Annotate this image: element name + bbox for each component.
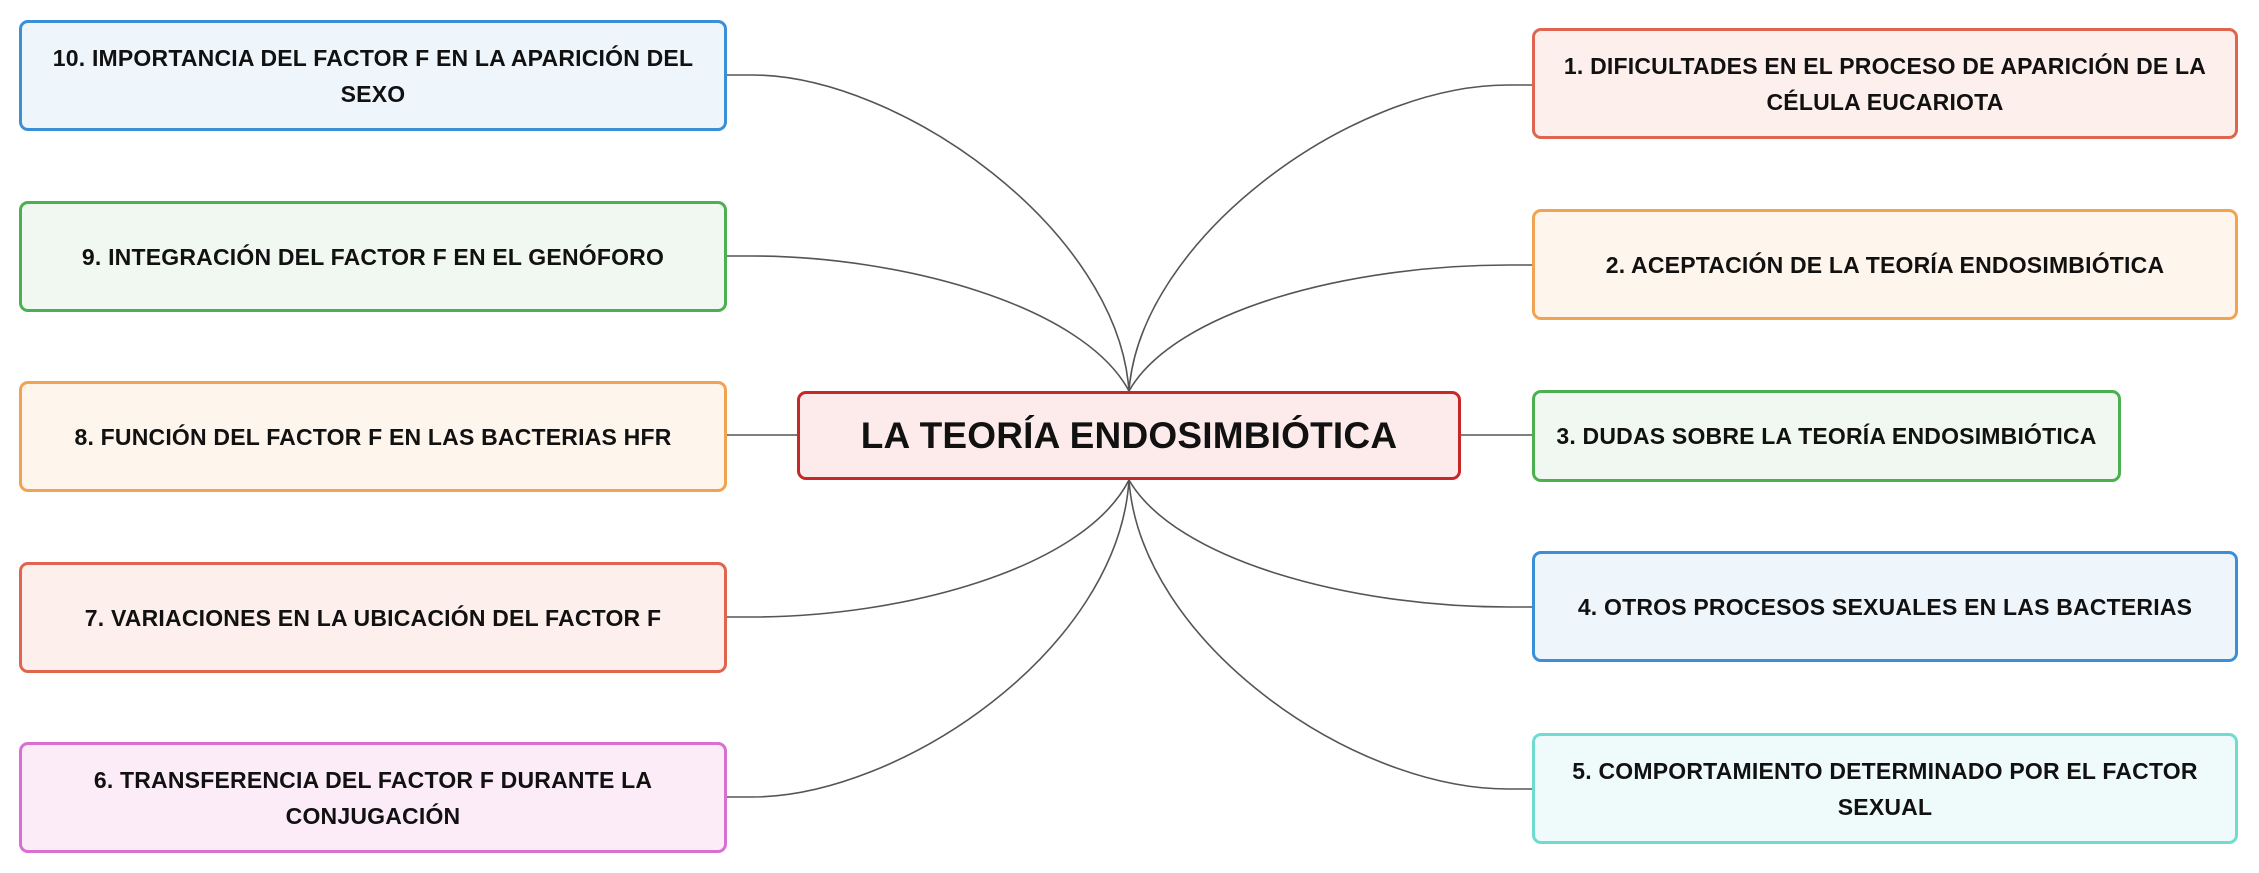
connector-2: [1128, 264, 1532, 392]
central-topic-label: LA TEORÍA ENDOSIMBIÓTICA: [860, 414, 1398, 456]
topic-8-label: 8. FUNCIÓN DEL FACTOR F EN LAS BACTERIAS…: [74, 423, 672, 450]
connector-7: [727, 479, 1130, 618]
topic-7-variaciones[interactable]: 7. VARIACIONES EN LA UBICACIÓN DEL FACTO…: [19, 562, 727, 673]
topic-3-dudas[interactable]: 3. DUDAS SOBRE LA TEORÍA ENDOSIMBIÓTICA: [1532, 390, 2121, 482]
topic-3-label: 3. DUDAS SOBRE LA TEORÍA ENDOSIMBIÓTICA: [1556, 423, 2097, 449]
topic-4-label: 4. OTROS PROCESOS SEXUALES EN LAS BACTER…: [1577, 593, 2193, 620]
topic-4-otros-procesos[interactable]: 4. OTROS PROCESOS SEXUALES EN LAS BACTER…: [1532, 551, 2238, 662]
topic-10-label: 10. IMPORTANCIA DEL FACTOR F EN LA APARI…: [52, 44, 694, 107]
topic-8-funcion[interactable]: 8. FUNCIÓN DEL FACTOR F EN LAS BACTERIAS…: [19, 381, 727, 492]
connector-4: [1128, 479, 1532, 608]
topic-10-importancia[interactable]: 10. IMPORTANCIA DEL FACTOR F EN LA APARI…: [19, 20, 727, 131]
connector-1: [1128, 84, 1532, 392]
topic-6-transferencia[interactable]: 6. TRANSFERENCIA DEL FACTOR F DURANTE LA…: [19, 742, 727, 853]
connector-9: [727, 255, 1130, 392]
topic-1-dificultades[interactable]: 1. DIFICULTADES EN EL PROCESO DE APARICI…: [1532, 28, 2238, 139]
connector-5: [1128, 479, 1532, 790]
topic-9-integracion[interactable]: 9. INTEGRACIÓN DEL FACTOR F EN EL GENÓFO…: [19, 201, 727, 312]
topic-6-label: 6. TRANSFERENCIA DEL FACTOR F DURANTE LA…: [93, 766, 653, 829]
connector-10: [727, 74, 1130, 392]
topic-9-label: 9. INTEGRACIÓN DEL FACTOR F EN EL GENÓFO…: [81, 243, 665, 270]
topic-5-comportamiento[interactable]: 5. COMPORTAMIENTO DETERMINADO POR EL FAC…: [1532, 733, 2238, 844]
topic-2-aceptacion[interactable]: 2. ACEPTACIÓN DE LA TEORÍA ENDOSIMBIÓTIC…: [1532, 209, 2238, 320]
topic-1-label: 1. DIFICULTADES EN EL PROCESO DE APARICI…: [1563, 52, 2207, 115]
topic-7-label: 7. VARIACIONES EN LA UBICACIÓN DEL FACTO…: [84, 604, 662, 631]
connector-6: [727, 479, 1130, 798]
topic-2-label: 2. ACEPTACIÓN DE LA TEORÍA ENDOSIMBIÓTIC…: [1605, 251, 2165, 278]
topic-5-label: 5. COMPORTAMIENTO DETERMINADO POR EL FAC…: [1572, 757, 2198, 820]
central-topic[interactable]: LA TEORÍA ENDOSIMBIÓTICA: [797, 391, 1461, 480]
